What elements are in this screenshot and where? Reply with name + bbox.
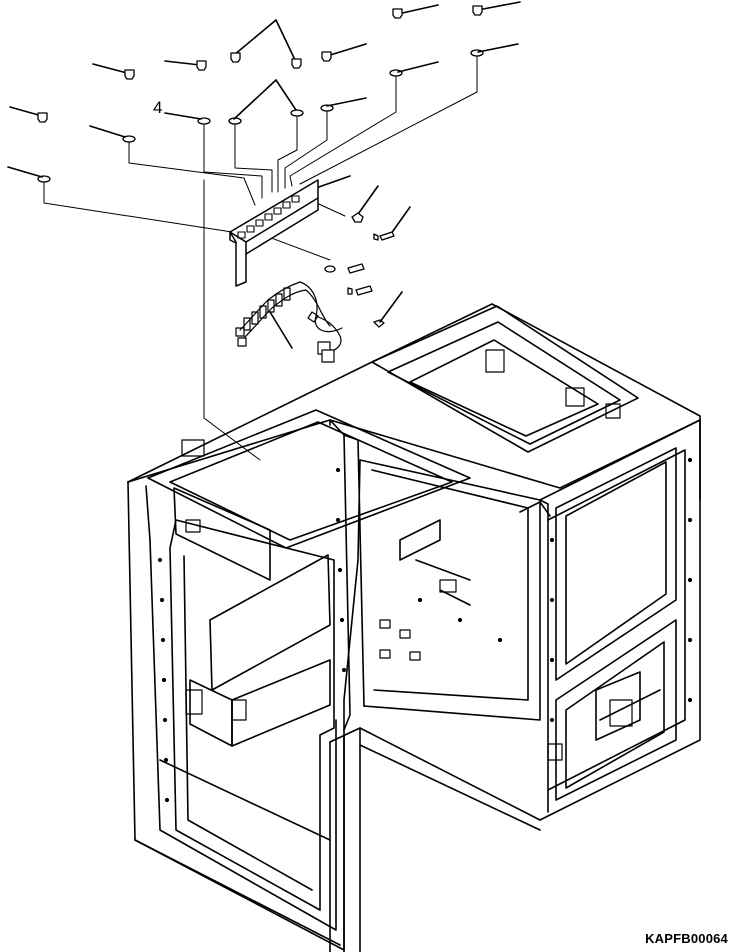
bracket-holes: [237, 195, 300, 239]
drawing-code-label: KAPFB00064: [645, 931, 728, 946]
side-bolts: [324, 212, 395, 328]
wire-harness: [235, 281, 343, 363]
callout-number: 4: [153, 98, 163, 117]
fasteners: [37, 5, 484, 328]
terminal-bracket: [229, 179, 319, 287]
leader-lines: [7, 1, 521, 349]
bolt-heads: [37, 5, 483, 123]
cab-frame: [127, 303, 701, 952]
washers: [37, 49, 484, 183]
assembly-lines: [43, 55, 478, 461]
